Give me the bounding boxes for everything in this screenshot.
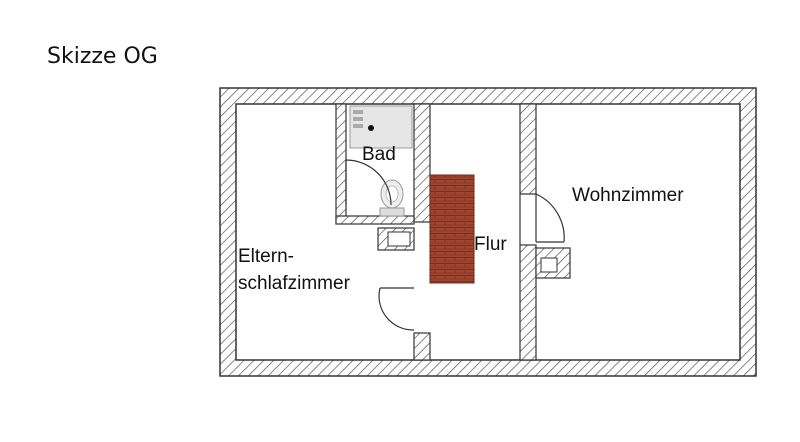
chimney: [429, 174, 475, 284]
shaft-left: [377, 227, 415, 251]
label-wohnzimmer: Wohnzimmer: [572, 185, 684, 206]
interior-wall-right: [519, 103, 537, 361]
toilet: [379, 179, 405, 217]
label-bad: Bad: [362, 144, 396, 165]
label-elternschlafzimmer-line1: Eltern-: [238, 246, 294, 267]
bathtub: [349, 105, 413, 149]
label-elternschlafzimmer-line2: schlafzimmer: [238, 273, 351, 294]
door-bath: [345, 159, 392, 206]
door-eltern: [378, 287, 415, 331]
outer-wall: [219, 87, 757, 377]
label-flur: Flur: [474, 234, 507, 255]
door-wohnzimmer: [535, 193, 565, 243]
shaft-right: [535, 247, 571, 279]
page-title: Skizze OG: [47, 44, 158, 69]
interior-wall-left: [413, 103, 431, 361]
